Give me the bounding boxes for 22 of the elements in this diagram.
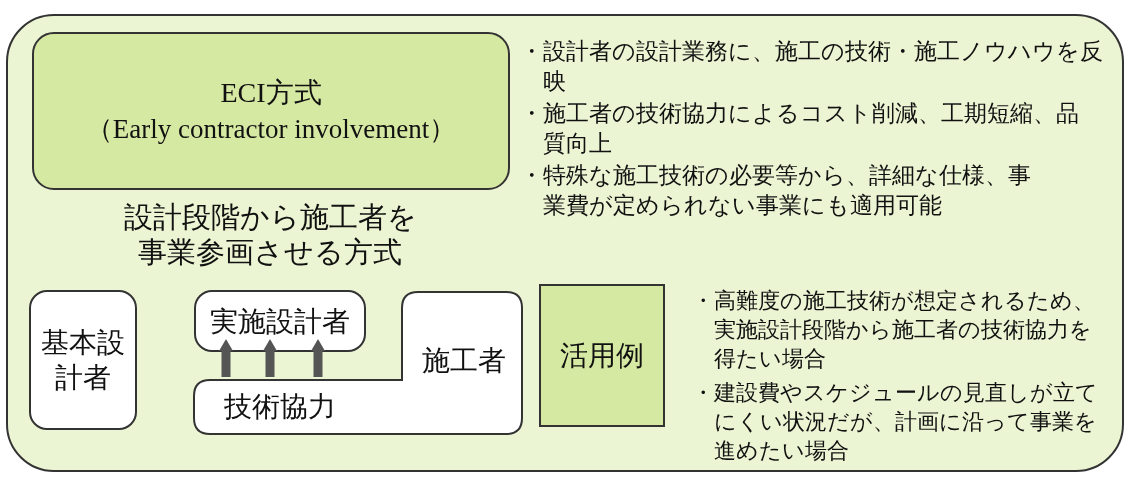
box-label: 活用例 — [560, 338, 644, 373]
bullet-text: ・建設費やスケジュールの見直しが立てにくい状況だが、計画に沿って事業を進めたい場合 — [692, 379, 1099, 465]
bullet-text: ・特殊な施工技術の必要等から、詳細な仕様、事業費が定められない事業にも適用可能 — [520, 161, 1032, 220]
method-subtitle: （Early contractor involvement） — [85, 112, 457, 146]
method-title: ECI方式 — [220, 76, 322, 111]
box-label: 技術協力 — [224, 389, 336, 425]
contractor-shape — [194, 292, 522, 434]
block-arrow — [263, 339, 277, 377]
role-box — [194, 290, 366, 352]
example-box — [539, 284, 665, 427]
panel-background — [6, 14, 1124, 472]
block-arrow — [219, 339, 233, 377]
box-label: 基本設計者 — [41, 325, 125, 395]
bullet-text: ・施工者の技術協力によるコスト削減、工期短縮、品質向上 — [520, 99, 1080, 158]
bullet-text: ・設計者の設計業務に、施工の技術・施工ノウハウを反映 — [520, 37, 1104, 96]
caption-text: 設計段階から施工者を事業参画させる方式 — [122, 200, 418, 270]
box-label: 施工者 — [422, 343, 506, 379]
role-box — [29, 290, 137, 430]
method-box — [32, 32, 510, 190]
block-arrow — [311, 339, 325, 377]
bullet-text: ・高難度の施工技術が想定されるため、実施設計段階から施工者の技術協力を得たい場合 — [692, 287, 1096, 373]
box-label: 実施設計者 — [210, 303, 350, 339]
